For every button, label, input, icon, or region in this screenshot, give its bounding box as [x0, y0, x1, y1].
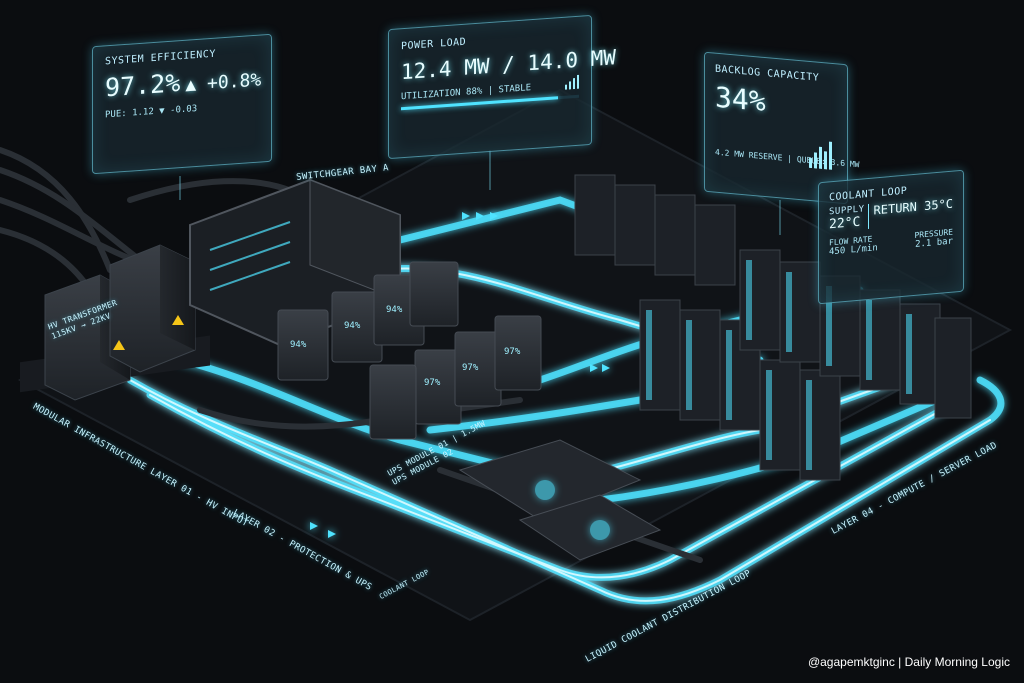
ups-percent-label: 97% [424, 378, 441, 388]
efficiency-value: 97.2% [105, 68, 181, 103]
ups-percent-label: 94% [290, 340, 307, 350]
backlog-capacity-panel: BACKLOG CAPACITY 34% 4.2 MW RESERVE | QU… [704, 51, 860, 205]
flow-arrows [310, 212, 610, 538]
server-racks [574, 174, 972, 481]
switchgear-bay [189, 178, 401, 347]
power-value: 12.4 MW / 14.0 MW [401, 45, 616, 85]
bar-chart-icon [809, 141, 832, 170]
coolant-manifold [458, 439, 662, 561]
ups-modules [277, 261, 542, 440]
warning-icon [113, 340, 125, 350]
pue-readout: PUE: 1.12 ▼ -0.03 [105, 103, 198, 121]
pressure-value: 2.1 bar [915, 236, 953, 250]
hv-transformers [20, 244, 210, 401]
bar-chart-icon [565, 74, 579, 90]
ups-percent-label: 97% [462, 363, 479, 373]
backlog-value: 34% [715, 80, 766, 119]
system-efficiency-panel: SYSTEM EFFICIENCY 97.2% ▲ +0.8% PUE: 1.1… [92, 33, 272, 175]
ups-percent-label: 94% [386, 305, 403, 315]
efficiency-delta: ▲ +0.8% [185, 69, 262, 96]
power-load-panel: POWER LOAD 12.4 MW / 14.0 MW UTILIZATION… [388, 14, 616, 160]
coolant-loop-panel: COOLANT LOOP SUPPLY 22°C RETURN 35°C FLO… [818, 169, 964, 305]
warning-icon [172, 315, 184, 325]
ups-percent-label: 97% [504, 347, 521, 357]
coolant-pipes [126, 196, 1005, 605]
ups-percent-label: 94% [344, 321, 361, 331]
watermark: @agapemktginc | Daily Morning Logic [807, 655, 1010, 669]
return-readout: RETURN 35°C [867, 196, 953, 230]
supply-value: 22°C [829, 214, 861, 233]
